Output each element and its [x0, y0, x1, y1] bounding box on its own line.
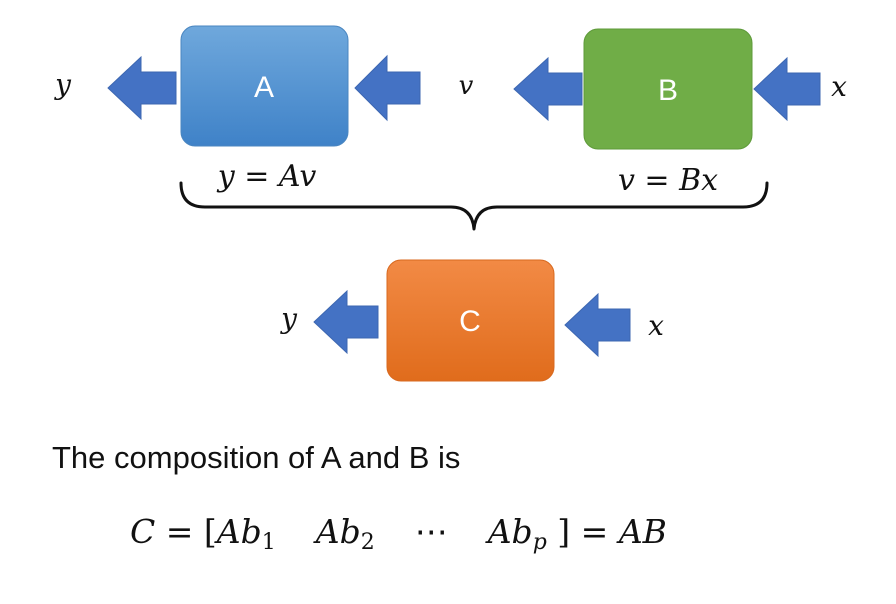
c-output-arrow [313, 289, 379, 355]
equation-a: y = Av [216, 159, 317, 194]
formula-col3-sub: p [532, 530, 547, 555]
formula-equals-2: = [580, 512, 609, 551]
a-input-label: v [459, 71, 474, 101]
formula-col2-base: Ab [315, 512, 361, 551]
formula-col2-sub: 2 [360, 530, 375, 555]
composition-caption: The composition of A and B is [52, 440, 461, 475]
formula-col1-base: Ab [216, 512, 262, 551]
equation-b: v = Bx [618, 163, 718, 198]
a-input-arrow [354, 54, 421, 122]
formula-col3-base: Ab [487, 512, 533, 551]
block-b [583, 28, 753, 150]
formula-col1-sub: 1 [261, 530, 276, 555]
formula-rhs: AB [618, 512, 667, 551]
block-c-label: C [459, 305, 481, 338]
a-output-label: y [53, 68, 72, 101]
c-input-label: x [648, 309, 664, 342]
block-a-label: A [254, 71, 274, 104]
block-c [386, 259, 555, 382]
c-output-label: y [279, 302, 298, 335]
b-output-arrow [513, 56, 583, 122]
a-output-arrow [107, 55, 177, 121]
formula-open-bracket: [ [203, 512, 217, 551]
formula-close-bracket: ] [557, 512, 571, 551]
formula-equals-1: = [165, 512, 194, 551]
b-input-label: x [831, 70, 847, 103]
b-input-arrow [753, 56, 821, 122]
c-input-arrow [564, 292, 631, 358]
block-b-label: B [658, 74, 678, 107]
formula-lhs: C [130, 512, 156, 551]
curly-brace [179, 181, 769, 231]
formula-dots: ⋯ [414, 512, 448, 551]
block-a [180, 25, 349, 147]
